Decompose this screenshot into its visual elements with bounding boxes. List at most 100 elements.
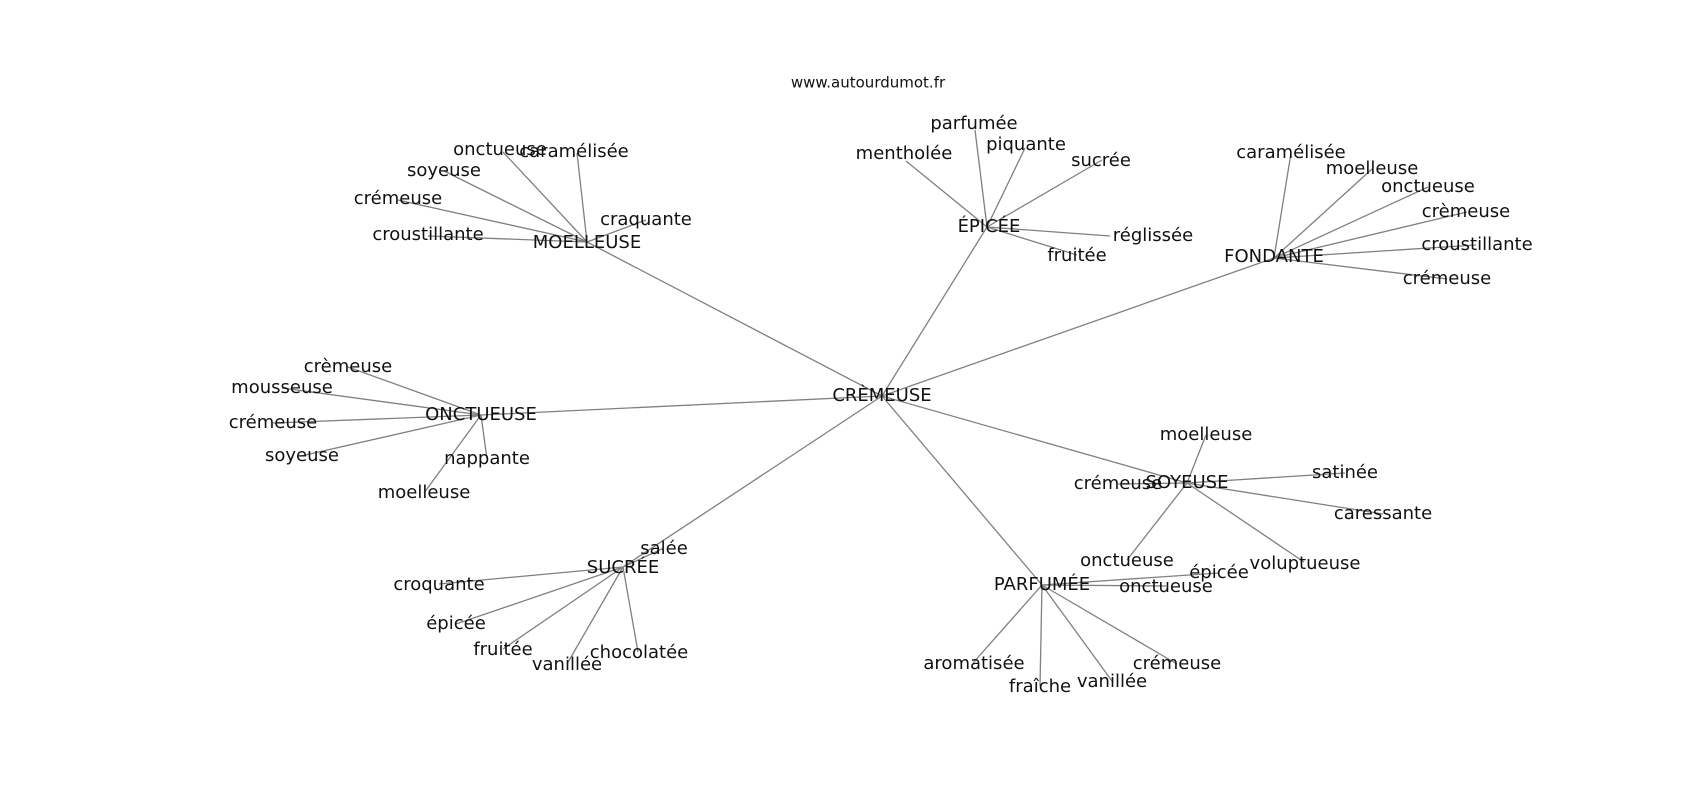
edge-cluster-to-leaf xyxy=(1273,186,1429,259)
edge-cluster-to-leaf xyxy=(502,151,588,243)
edge-cluster-to-leaf xyxy=(1041,584,1178,665)
edge-cluster-to-leaf xyxy=(455,566,624,625)
edge-cluster-to-leaf xyxy=(1273,244,1477,259)
edge-cluster-to-leaf xyxy=(566,566,624,665)
leaf-node-label: aromatisée xyxy=(923,653,1024,674)
edge-cluster-to-leaf xyxy=(622,566,639,653)
cluster-node-label: ONCTUEUSE xyxy=(425,404,537,425)
leaf-node-label: onctueuse xyxy=(1119,576,1213,597)
edge-cluster-to-leaf xyxy=(502,566,624,650)
leaf-node-label: croustillante xyxy=(372,224,483,245)
leaf-node-label: crémeuse xyxy=(1403,268,1491,289)
cluster-node-label: PARFUMÉE xyxy=(994,573,1090,595)
edge-cluster-to-leaf xyxy=(986,147,1026,228)
leaf-node-label: vanillée xyxy=(532,654,602,675)
leaf-node-label: moelleuse xyxy=(1160,424,1253,445)
leaf-node-label: salée xyxy=(640,538,688,559)
edge-cluster-to-leaf xyxy=(347,366,482,416)
site-credit: www.autourdumot.fr xyxy=(791,74,946,92)
leaf-node-label: réglissée xyxy=(1113,225,1193,246)
leaf-node-label: vanillée xyxy=(1077,671,1147,692)
leaf-node-label: épicée xyxy=(1189,562,1249,583)
leaf-node-label: onctueuse xyxy=(1381,176,1475,197)
leaf-node-label: mousseuse xyxy=(231,377,333,398)
leaf-node-label: caramélisée xyxy=(1236,142,1346,163)
edge-cluster-to-leaf xyxy=(300,414,482,457)
graph-edges xyxy=(272,129,1477,687)
leaf-node-label: fruitée xyxy=(1047,245,1106,266)
cluster-node-label: SUCRÉE xyxy=(587,556,659,578)
leaf-node-label: piquante xyxy=(986,134,1066,155)
edge-center-to-cluster xyxy=(881,257,1275,397)
edge-cluster-to-leaf xyxy=(281,387,482,416)
leaf-node-label: crémeuse xyxy=(1133,653,1221,674)
leaf-node-label: sucrée xyxy=(1071,150,1131,171)
leaf-node-label: fruitée xyxy=(473,639,532,660)
cluster-node-label: ÉPICÉE xyxy=(958,215,1021,237)
edge-cluster-to-leaf xyxy=(272,414,482,424)
leaf-node-label: crémeuse xyxy=(1074,473,1162,494)
leaf-node-label: fraîche xyxy=(1009,676,1071,697)
leaf-node-label: onctueuse xyxy=(453,139,547,160)
edge-cluster-to-leaf xyxy=(397,199,588,243)
leaf-node-label: satinée xyxy=(1312,462,1378,483)
leaf-node-label: moelleuse xyxy=(378,482,471,503)
leaf-node-label: épicée xyxy=(426,613,486,634)
edge-cluster-to-leaf xyxy=(986,226,1078,256)
edge-cluster-to-leaf xyxy=(1186,434,1207,484)
edge-cluster-to-leaf xyxy=(1117,482,1188,485)
edge-cluster-to-leaf xyxy=(1039,584,1043,687)
edge-cluster-to-leaf xyxy=(1126,482,1188,561)
edge-cluster-to-leaf xyxy=(1273,168,1373,259)
leaf-node-label: croustillante xyxy=(1421,234,1532,255)
leaf-node-label: crémeuse xyxy=(354,188,442,209)
edge-center-to-cluster xyxy=(881,395,1188,484)
edge-cluster-to-leaf xyxy=(622,547,665,568)
leaf-node-label: crémeuse xyxy=(229,412,317,433)
edge-cluster-to-leaf xyxy=(1041,584,1113,682)
edge-cluster-to-leaf xyxy=(1186,482,1384,515)
leaf-node-label: mentholée xyxy=(856,143,953,164)
leaf-node-label: onctueuse xyxy=(1080,550,1174,571)
edge-cluster-to-leaf xyxy=(986,159,1103,228)
graph-labels: www.autourdumot.fr CRÈMEUSE MOELLEUSE crou… xyxy=(229,74,1533,698)
edge-cluster-to-leaf xyxy=(1273,211,1468,259)
leaf-node-label: nappante xyxy=(444,448,530,469)
edge-center-to-cluster xyxy=(586,241,883,397)
leaf-node-label: crèmeuse xyxy=(1422,201,1510,222)
edge-cluster-to-leaf xyxy=(586,219,647,243)
edge-cluster-to-leaf xyxy=(905,160,988,228)
edge-center-to-cluster xyxy=(881,226,988,397)
edge-cluster-to-leaf xyxy=(1273,257,1448,280)
leaf-node-label: caressante xyxy=(1334,503,1432,524)
edge-cluster-to-leaf xyxy=(576,152,588,243)
edge-cluster-to-leaf xyxy=(974,129,988,228)
edge-cluster-to-leaf xyxy=(972,584,1043,664)
center-node-label: CRÈMEUSE xyxy=(832,384,931,406)
cluster-node-label: MOELLEUSE xyxy=(533,232,641,253)
edge-center-to-cluster xyxy=(480,395,883,416)
edge-cluster-to-leaf xyxy=(480,414,488,460)
edge-cluster-to-leaf xyxy=(427,235,588,243)
edge-cluster-to-leaf xyxy=(438,566,624,585)
edge-cluster-to-leaf xyxy=(423,414,482,494)
edge-cluster-to-leaf xyxy=(1041,584,1167,587)
leaf-node-label: soyeuse xyxy=(265,445,339,466)
edge-cluster-to-leaf xyxy=(1186,482,1305,563)
edge-cluster-to-leaf xyxy=(1186,472,1346,484)
leaf-node-label: parfumée xyxy=(930,113,1017,134)
edge-cluster-to-leaf xyxy=(1041,572,1220,586)
leaf-node-label: crèmeuse xyxy=(304,356,392,377)
leaf-node-label: voluptueuse xyxy=(1250,553,1361,574)
leaf-node-label: moelleuse xyxy=(1326,158,1419,179)
cluster-node-label: SOYEUSE xyxy=(1146,472,1229,493)
edge-center-to-cluster xyxy=(622,395,883,568)
cluster-node-label: FONDANTE xyxy=(1224,246,1324,267)
edge-cluster-to-leaf xyxy=(443,170,588,243)
edge-cluster-to-leaf xyxy=(1273,152,1292,259)
leaf-node-label: croquante xyxy=(393,574,484,595)
edge-cluster-to-leaf xyxy=(986,226,1111,237)
leaf-node-label: soyeuse xyxy=(407,160,481,181)
leaf-node-label: craquante xyxy=(600,209,692,230)
